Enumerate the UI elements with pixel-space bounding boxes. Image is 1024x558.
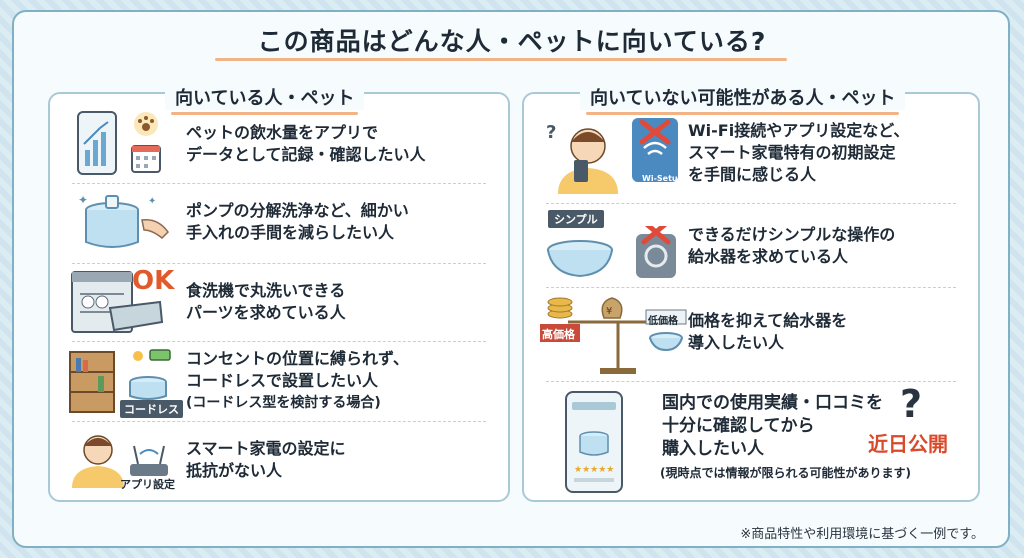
suitable-text: コンセントの位置に縛られず、コードレスで設置したい人(コードレス型を検討する場合… — [186, 349, 409, 411]
suitable-text: 食洗機で丸洗いできるパーツを求めている人 — [186, 281, 346, 322]
unsuitable-text: できるだけシンプルな操作の給水器を求めている人 — [688, 225, 896, 266]
simple-bowl-vs-device-icon — [547, 226, 676, 278]
cordless-shelf-icon — [69, 349, 171, 413]
svg-text:?: ? — [546, 122, 556, 143]
suitable-item: OK 食洗機で丸洗いできるパーツを求めている人 — [50, 264, 508, 342]
unsuitable-text: 国内での使用実績・口コミを十分に確認してから購入したい人 — [662, 393, 883, 459]
suitable-heading: 向いている人・ペット — [165, 84, 365, 115]
simple-tag: シンプル — [548, 210, 604, 228]
fountain-cleaning-icon: ✦✦ — [78, 193, 169, 248]
unsuitable-item: シンプル できるだけシンプルな操作の給水器を求めている人 — [524, 204, 978, 288]
unsuitable-item: ? Wi-Setup Wi-Fi接続やアプリ設定など、スマート家電特有の初期設定… — [524, 104, 978, 204]
suitable-item: コードレス コンセントの位置に縛られず、コードレスで設置したい人(コードレス型を… — [50, 342, 508, 422]
info-limited-note: (現時点では情報が限られる可能性があります) — [660, 466, 911, 480]
unsuitable-panel: ? Wi-Setup Wi-Fi接続やアプリ設定など、スマート家電特有の初期設定… — [522, 92, 980, 502]
low-price-tag: 低価格 — [648, 316, 678, 327]
svg-text:✦: ✦ — [148, 196, 156, 207]
wifi-setup-label: Wi-Setup — [642, 174, 684, 183]
unsuitable-text: 価格を抑えて給水器を導入したい人 — [688, 311, 848, 352]
suitable-panel: ペットの飲水量をアプリでデータとして記録・確認したい人 ✦✦ ポンプの分解洗浄な… — [48, 92, 510, 502]
phone-review-icon: ★★★★★ — [565, 391, 623, 493]
person-router-icon — [72, 435, 168, 488]
unsuitable-item: ★★★★★ 国内での使用実績・口コミを十分に確認してから購入したい人 ? 近日公… — [524, 382, 978, 500]
title-underline — [215, 58, 787, 61]
question-mark-icon: ? — [900, 382, 923, 426]
svg-text:★★★★★: ★★★★★ — [574, 465, 614, 475]
svg-text:¥: ¥ — [606, 306, 612, 317]
app-setting-tag: アプリ設定 — [120, 478, 175, 491]
suitable-text: ペットの飲水量をアプリでデータとして記録・確認したい人 — [186, 123, 426, 164]
svg-text:✦: ✦ — [78, 193, 88, 207]
ok-badge: OK — [132, 266, 175, 296]
phone-chart-icon — [77, 111, 161, 175]
suitable-text: ポンプの分解洗浄など、細かい手入れの手間を減らしたい人 — [186, 201, 409, 242]
dishwasher-icon — [71, 271, 164, 333]
suitable-item: ペットの飲水量をアプリでデータとして記録・確認したい人 — [50, 104, 508, 184]
confused-person-wifi-icon: ? — [546, 118, 678, 194]
suitable-text: スマート家電の設定に抵抗がない人 — [186, 439, 346, 480]
unsuitable-item: ¥ 高価格 低価格 価格を抑えて給水器を導入したい人 — [524, 288, 978, 382]
page-title: この商品はどんな人・ペットに向いている? — [257, 27, 767, 56]
coming-soon-badge: 近日公開 — [868, 432, 948, 456]
suitable-item: アプリ設定 スマート家電の設定に抵抗がない人 — [50, 422, 508, 502]
unsuitable-text: Wi-Fi接続やアプリ設定など、スマート家電特有の初期設定を手間に感じる人 — [688, 121, 910, 184]
suitable-item: ✦✦ ポンプの分解洗浄など、細かい手入れの手間を減らしたい人 — [50, 184, 508, 264]
price-scale-icon: ¥ — [540, 297, 687, 374]
unsuitable-heading: 向いていない可能性がある人・ペット — [580, 84, 906, 115]
footer-note: ※商品特性や利用環境に基づく一例です。 — [740, 527, 984, 542]
high-price-tag: 高価格 — [542, 328, 575, 341]
cordless-tag: コードレス — [120, 400, 183, 418]
